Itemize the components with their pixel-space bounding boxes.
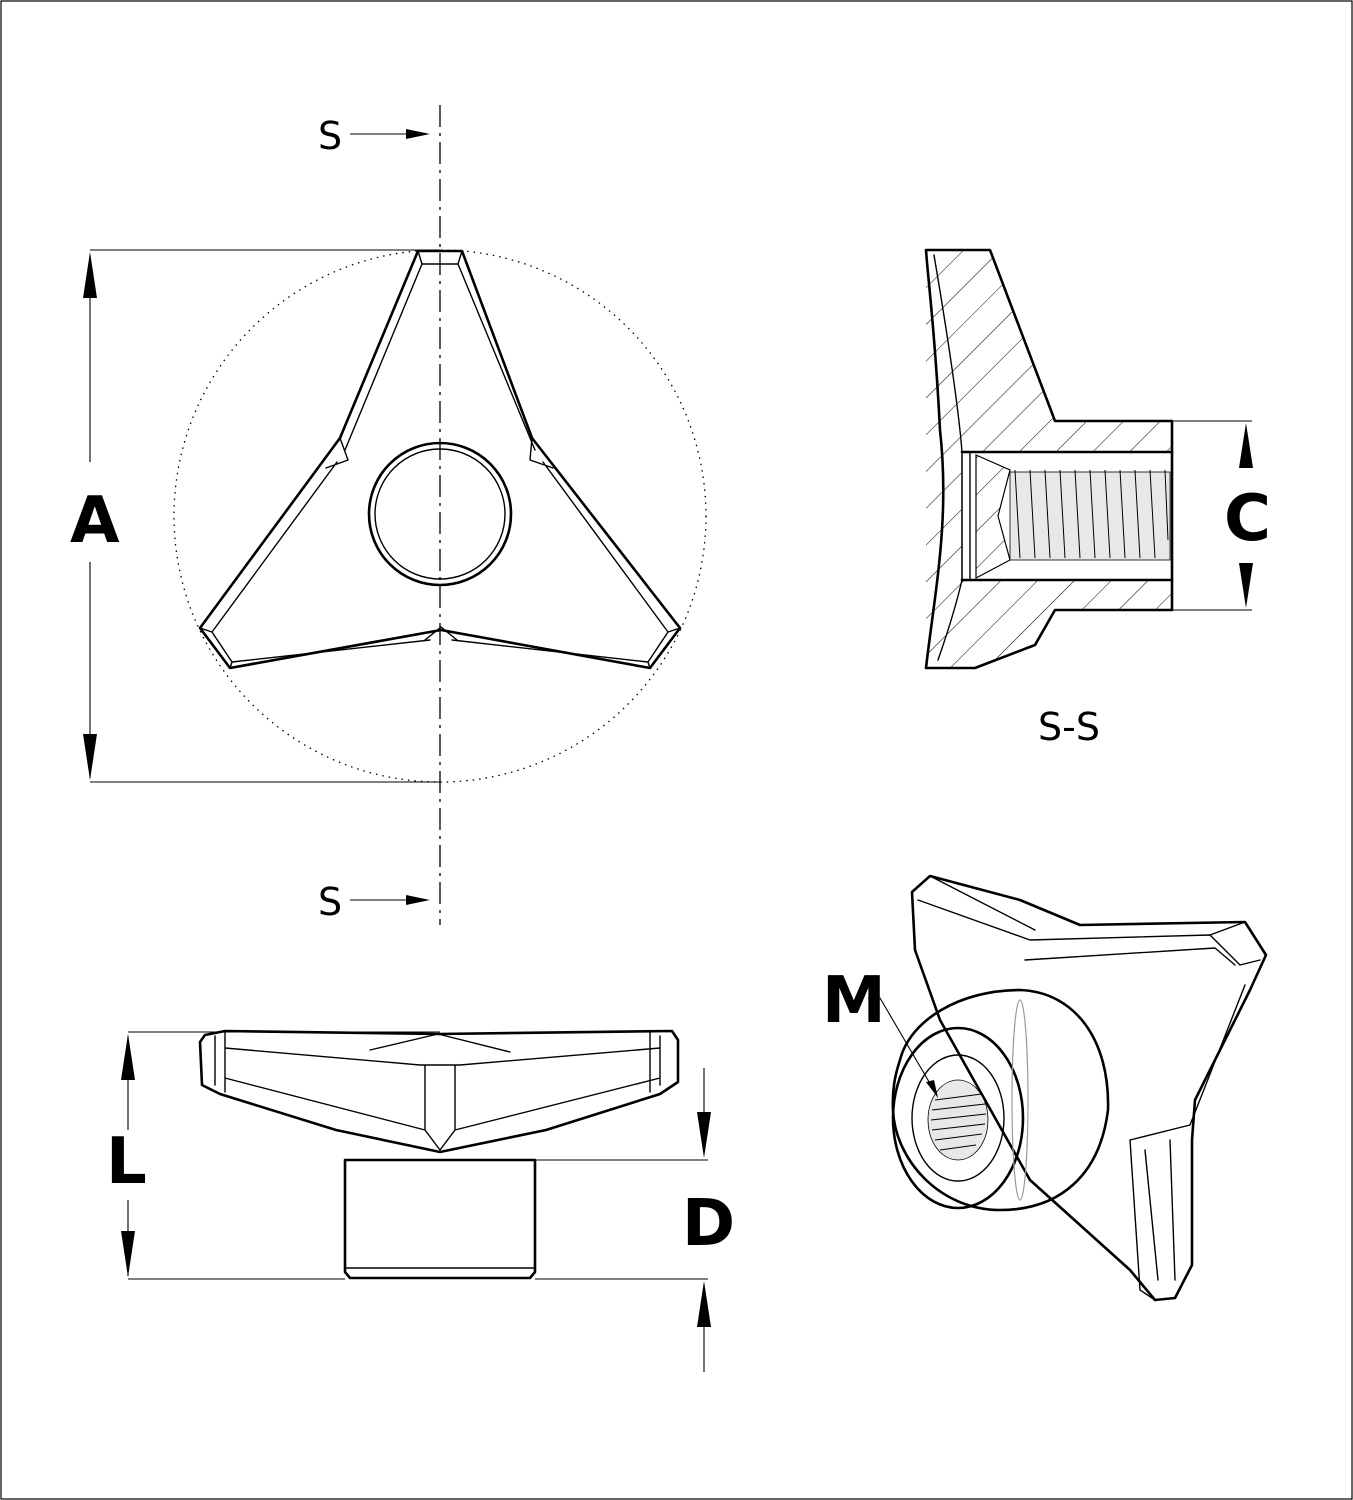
dimension-m-label: M [822,964,886,1038]
dimension-a-label: A [70,484,120,558]
center-notches [325,437,554,641]
iso-boss-outline [891,988,1110,1212]
iso-knob-outline [910,874,1268,1302]
lobe-chamfer-top [344,250,536,451]
section-view: S-S C [924,248,1271,749]
drill-point [975,454,1011,579]
iso-bore-ring [911,1054,1005,1182]
iso-boss-face-outer [891,1026,1025,1210]
dimension-l-label: L [106,1125,147,1199]
section-marker-top: S [318,114,430,158]
dimension-a: A [70,249,440,783]
iso-boss-face-grey [1011,999,1029,1201]
dimension-d: D [535,1068,735,1372]
overall-diameter-circle [173,249,707,783]
iso-thread-lines [930,1093,987,1151]
bore-outer [367,441,513,587]
isometric-view: M [822,874,1268,1302]
section-marker-top-label: S [318,114,342,158]
lobe-chamfer-left [199,461,431,669]
section-inner-edge [933,254,963,661]
dimension-d-label: D [682,1187,735,1261]
dimension-l: L [106,1031,440,1280]
knob-top-profile [198,1029,680,1154]
side-lobe-edges [214,1030,661,1151]
top-view: S S A [70,105,707,925]
knob-outline [198,249,682,670]
dimension-c-label: C [1224,482,1271,556]
lobe-chamfer-right [451,461,681,669]
section-marker-bottom-label: S [318,880,342,924]
iso-bore-thread [927,1079,989,1161]
bore-inner [374,448,506,580]
dimension-c: C [1172,420,1271,611]
iso-lobe-edges [917,875,1261,1301]
section-outline [924,248,1174,670]
section-view-title: S-S [1038,705,1100,749]
dimension-m: M [822,964,938,1098]
thread-teeth [1009,469,1171,561]
section-marker-bottom: S [318,880,430,924]
boss-profile [343,1158,537,1280]
side-view: L D [106,1029,735,1372]
